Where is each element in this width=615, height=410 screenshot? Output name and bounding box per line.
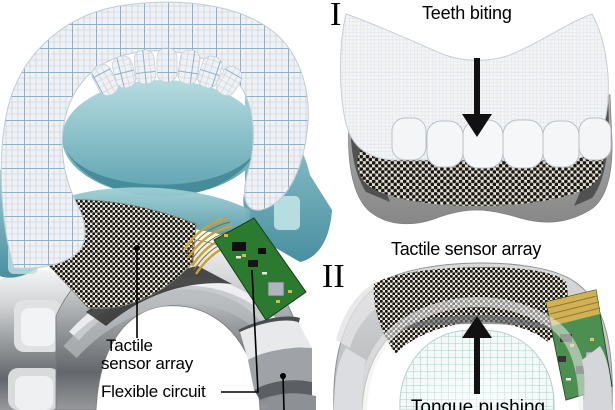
panel-2-scene <box>333 262 613 410</box>
teeth-biting-caption: Teeth biting <box>422 3 512 23</box>
panel-1-numeral: I <box>330 0 342 33</box>
exploded-view <box>0 1 332 410</box>
panel2-inner-rim <box>357 297 589 410</box>
panel-1-scene <box>339 13 613 225</box>
tactile-sensor-array-label-line2: sensor array <box>101 353 194 373</box>
tactile-sensor-array-label: Tactile sensor array <box>101 337 193 373</box>
panel2-sensor-band <box>373 267 569 354</box>
down-arrow <box>462 58 492 137</box>
panel-2-numeral: II <box>322 258 345 295</box>
panel2-left-leg-face <box>334 348 366 410</box>
tactile-sensor-array-caption: Tactile sensor array <box>391 239 542 259</box>
up-arrow <box>462 316 492 394</box>
teeth-model <box>0 1 309 269</box>
circuit-board <box>213 217 307 321</box>
tongue-pushing-caption-clipped: Tongue pushing <box>410 397 546 410</box>
tactile-sensor-array-label-line1: Tactile <box>106 336 153 355</box>
flexible-circuit-label: Flexible circuit <box>101 382 206 401</box>
shadow-under-sensor <box>86 266 232 326</box>
leader-lines <box>134 245 286 410</box>
panel2-right-leg-face <box>582 346 612 410</box>
